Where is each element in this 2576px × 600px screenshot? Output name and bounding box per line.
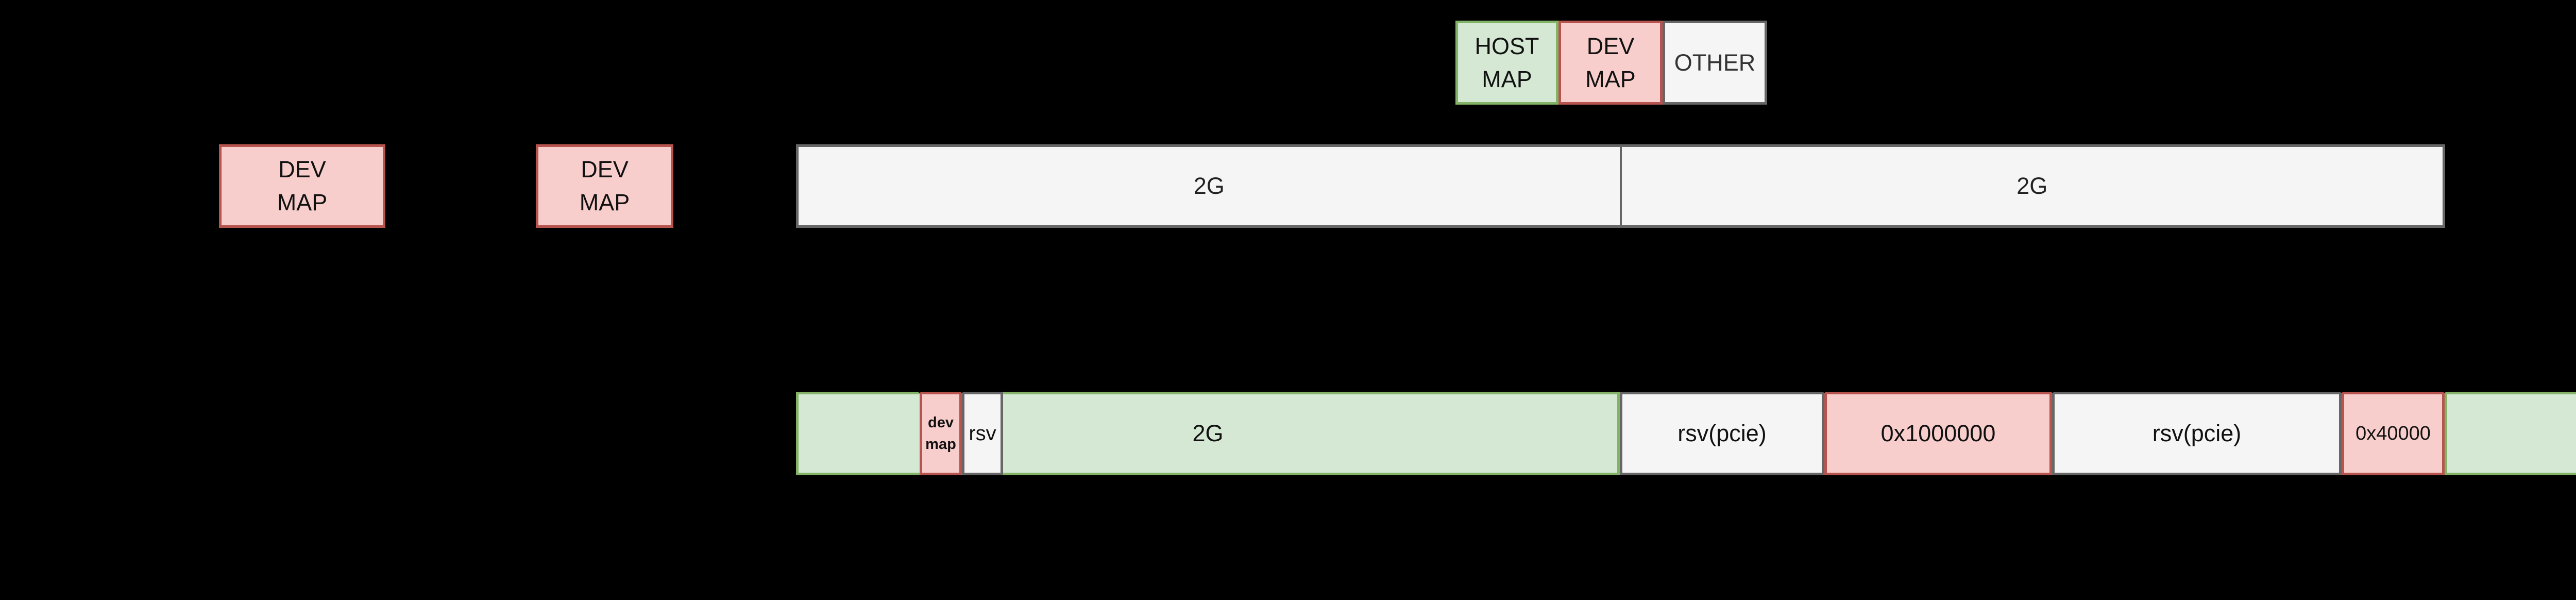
- host-segment-0x1000000-label: 0x1000000: [1880, 420, 1996, 446]
- host-segment-rsv: rsv: [962, 392, 1003, 475]
- host-segment-rsv-pcie-2-label: rsv(pcie): [2152, 420, 2242, 446]
- host-segment-rsv-pcie-2: rsv(pcie): [2052, 392, 2342, 475]
- boundary-arrow-dev-bar-divider: [1613, 228, 1630, 251]
- dev-map-box-2-label-line1: DEV: [581, 156, 629, 182]
- dev-map-box-2-label-line2: MAP: [579, 189, 630, 215]
- host-segment-0x1000000: 0x1000000: [1824, 392, 2052, 475]
- dev-address-bar: 2G 2G: [796, 144, 2445, 228]
- host-segment-2g-left-label: 2G: [1192, 420, 1224, 446]
- host-segment-0x40000: 0x40000: [2342, 392, 2445, 475]
- legend-other-label: OTHER: [1674, 49, 1756, 76]
- dev-map-overlay-label-line2: map: [925, 436, 956, 453]
- legend-other: OTHER: [1663, 21, 1767, 105]
- host-segment-0x40000-label: 0x40000: [2355, 422, 2431, 444]
- legend-dev-map: DEV MAP: [1558, 21, 1663, 105]
- legend-dev-map-label-line1: DEV: [1586, 32, 1635, 59]
- dev-map-box-2: DEV MAP: [536, 144, 673, 228]
- legend-host-map-label-line2: MAP: [1482, 65, 1532, 92]
- dev-map-box-1: DEV MAP: [219, 144, 385, 228]
- legend-dev-map-label-line2: MAP: [1585, 65, 1636, 92]
- host-segment-dev-map-overlay: dev map: [920, 392, 962, 475]
- host-segment-rsv-label: rsv: [969, 422, 996, 445]
- host-segment-rsv-pcie-1-label: rsv(pcie): [1677, 420, 1767, 446]
- legend-host-map: HOST MAP: [1455, 21, 1558, 105]
- dev-map-box-1-label-line2: MAP: [277, 189, 328, 215]
- dev-map-box-1-label-line1: DEV: [278, 156, 326, 182]
- dev-bar-segment-2g-right: 2G: [2016, 173, 2048, 199]
- legend-host-map-label-line1: HOST: [1475, 32, 1539, 59]
- host-segment-rsv-pcie-1: rsv(pcie): [1620, 392, 1824, 475]
- dev-bar-segment-2g-left: 2G: [799, 147, 1622, 225]
- host-segment-2g-right: 2G: [2445, 392, 2576, 475]
- dev-map-overlay-label-line1: dev: [928, 414, 954, 431]
